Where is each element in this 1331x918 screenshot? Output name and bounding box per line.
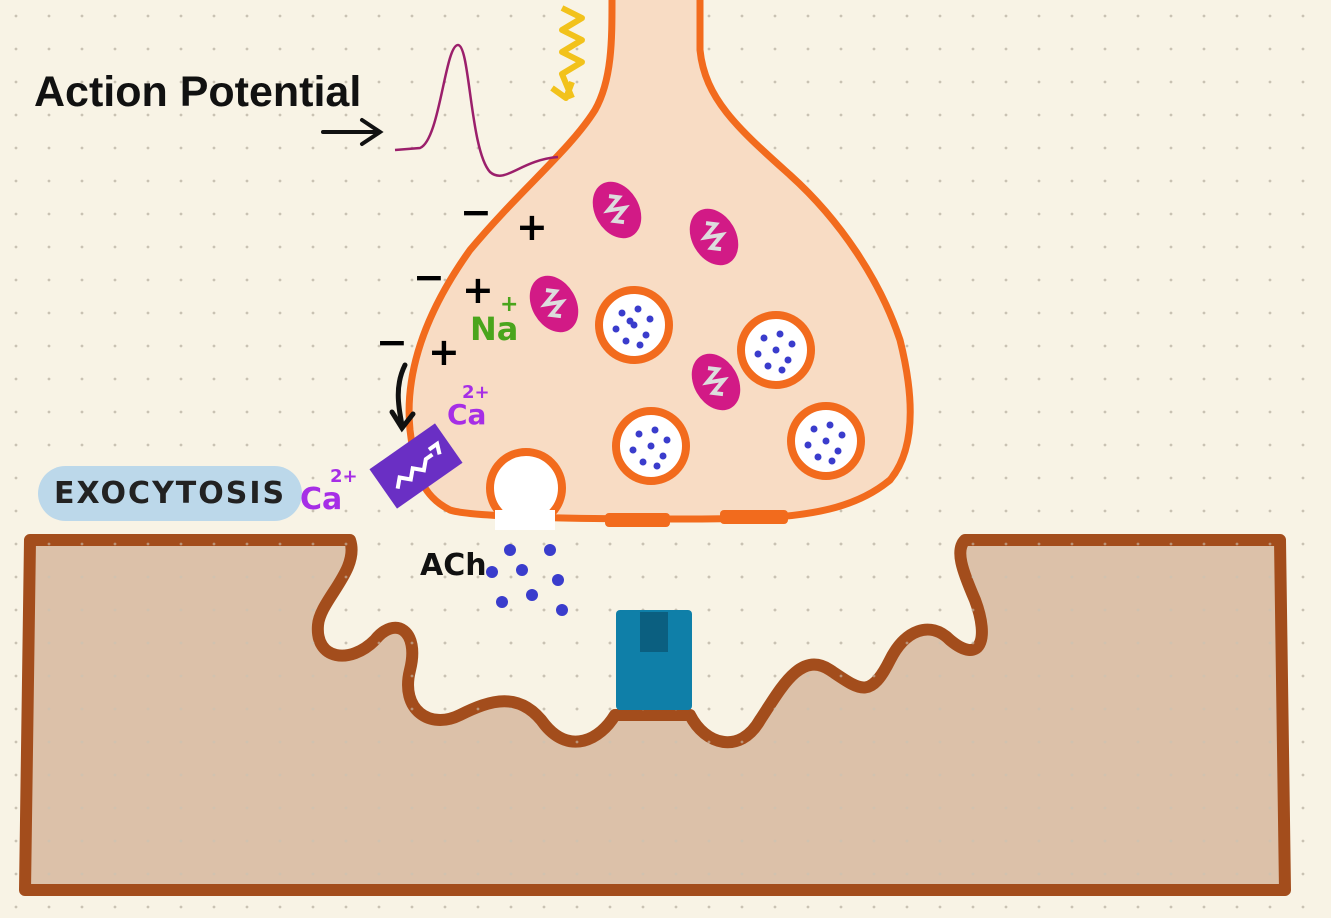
plus-sign: + — [462, 268, 494, 312]
action-potential-label: Action Potential — [34, 68, 362, 116]
calcium-inside-charge: 2+ — [462, 382, 490, 403]
exocytosis-label: EXOCYTOSIS — [38, 466, 303, 521]
vesicle — [612, 407, 690, 485]
minus-sign: − — [413, 255, 445, 299]
plus-sign: + — [428, 330, 460, 374]
mitochondria — [529, 181, 741, 411]
vesicle — [787, 402, 865, 480]
arrow-right-icon — [321, 118, 384, 146]
minus-sign: − — [460, 190, 492, 234]
vesicle-opening — [495, 510, 555, 530]
sodium-charge: + — [500, 292, 519, 317]
vesicle — [737, 311, 815, 389]
calcium-ion-outside-label: Ca — [300, 482, 343, 517]
mitochondrion — [689, 208, 739, 266]
active-zone — [720, 510, 788, 524]
mitochondrion — [529, 275, 579, 333]
curved-arrow-icon — [389, 362, 416, 433]
minus-sign: − — [376, 320, 408, 364]
vesicle — [595, 286, 673, 364]
ach-molecules — [486, 544, 568, 616]
action-potential-trace — [394, 43, 559, 177]
calcium-outside-charge: 2+ — [330, 466, 358, 487]
active-zone — [605, 513, 670, 527]
synaptic-vesicles — [595, 286, 865, 485]
ach-receptor — [616, 610, 692, 710]
mitochondrion — [592, 181, 642, 239]
lightning-bolt-icon — [550, 5, 585, 101]
plus-sign: + — [516, 205, 548, 249]
calcium-channel — [369, 423, 463, 509]
acetylcholine-label: ACh — [420, 548, 487, 583]
calcium-ion-inside-label: Ca — [447, 398, 487, 431]
mitochondrion — [691, 353, 741, 411]
sodium-ion-label: Na — [470, 310, 519, 348]
